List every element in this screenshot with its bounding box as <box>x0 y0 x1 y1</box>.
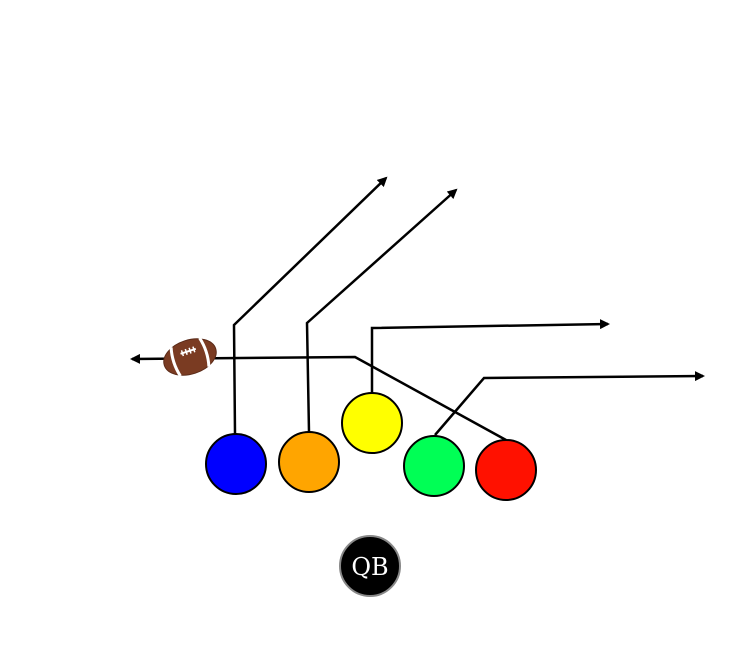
qb-player: QB <box>339 535 401 597</box>
qb-label: QB <box>351 553 388 581</box>
orange-route <box>305 188 458 433</box>
red-player <box>475 439 537 501</box>
football-icon <box>163 337 217 377</box>
yellow-player <box>341 392 403 454</box>
green-player <box>403 435 465 497</box>
yellow-route <box>370 319 610 393</box>
blue-route <box>232 176 388 435</box>
green-route <box>434 371 705 436</box>
blue-player <box>205 433 267 495</box>
orange-player <box>278 431 340 493</box>
